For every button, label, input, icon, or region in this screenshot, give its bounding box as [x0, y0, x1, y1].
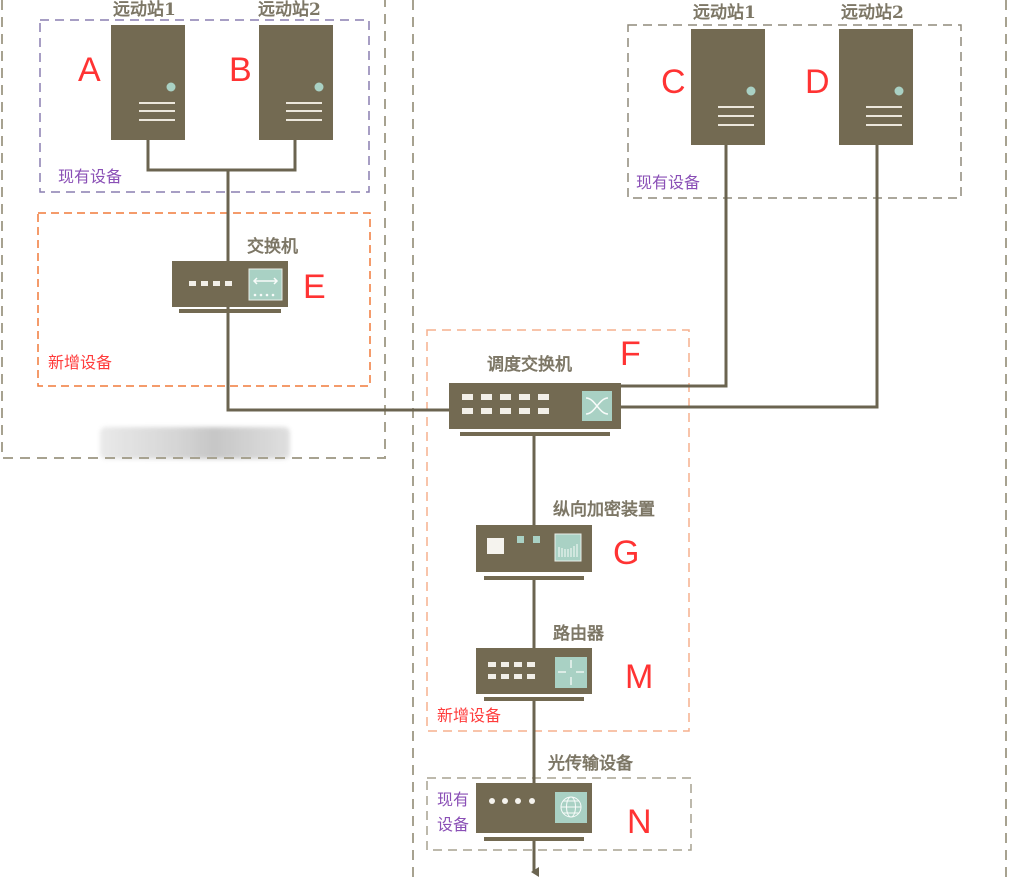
device-F-name: 调度交换机	[487, 354, 572, 375]
outer-region-left	[1, 0, 386, 459]
device-D-name: 远动站2	[841, 2, 904, 23]
device-G-encryption[interactable]	[476, 525, 592, 580]
connections	[146, 140, 879, 877]
marker-letter-N: N	[627, 803, 652, 841]
group-box-left-existing	[39, 19, 370, 193]
link-E-to-F	[226, 306, 450, 412]
device-E-name: 交换机	[247, 236, 298, 257]
device-C-server[interactable]	[691, 29, 765, 145]
marker-letter-A: A	[78, 51, 101, 89]
marker-letter-D: D	[805, 63, 830, 101]
group-label-bottom-existing-1: 现有	[437, 790, 469, 809]
link-C-to-F	[620, 145, 728, 388]
device-A-server[interactable]	[111, 25, 185, 140]
link-A-B-bus	[146, 140, 297, 172]
group-label-center-new: 新增设备	[437, 706, 501, 725]
group-label-left-existing: 现有设备	[58, 167, 122, 186]
group-label-bottom-existing-2: 设备	[437, 815, 469, 834]
blurred-redacted-text	[100, 427, 290, 459]
group-box-right-existing	[627, 24, 962, 199]
device-N-name: 光传输设备	[547, 753, 634, 774]
device-M-name: 路由器	[553, 623, 605, 644]
device-A-name: 远动站1	[113, 0, 176, 20]
device-D-server[interactable]	[839, 29, 913, 145]
device-F-dispatch-switch[interactable]	[449, 383, 621, 436]
device-C-name: 远动站1	[693, 2, 756, 23]
marker-letter-B: B	[229, 51, 252, 89]
group-label-right-existing: 现有设备	[636, 173, 700, 192]
device-E-switch[interactable]	[172, 261, 288, 313]
group-box-center-new	[426, 329, 690, 732]
marker-letter-M: M	[625, 658, 653, 696]
marker-letter-E: E	[303, 268, 326, 306]
group-box-bottom-existing	[426, 777, 692, 851]
group-label-left-new: 新增设备	[48, 353, 112, 372]
marker-letter-F: F	[620, 335, 641, 373]
device-B-server[interactable]	[259, 25, 333, 140]
marker-letter-C: C	[661, 63, 686, 101]
outer-region-right	[412, 0, 1007, 879]
device-B-name: 远动站2	[258, 0, 321, 20]
marker-letter-G: G	[613, 534, 639, 572]
device-M-router[interactable]	[476, 648, 592, 701]
link-D-to-F	[620, 145, 879, 409]
device-G-name: 纵向加密装置	[553, 499, 655, 520]
device-N-optical-transmission[interactable]	[476, 783, 592, 841]
group-box-left-new	[37, 212, 371, 387]
